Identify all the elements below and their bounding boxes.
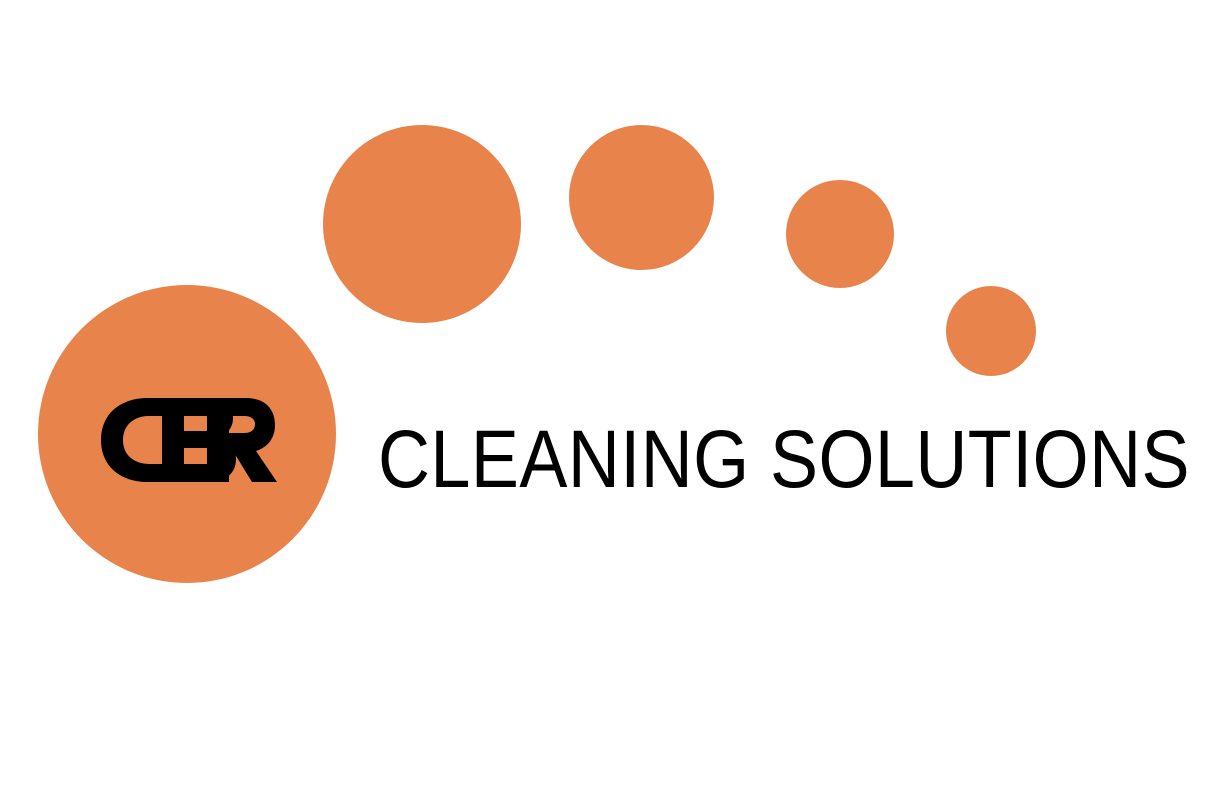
bubble-third (568, 124, 714, 270)
wordmark-text: CLEANING SOLUTIONS (378, 414, 1190, 505)
monogram-letter-b (162, 398, 184, 482)
cbr-monogram (96, 393, 278, 487)
bubble-fourth (786, 180, 894, 288)
monogram-letter-r-bowl-leg (225, 398, 277, 482)
bubble-second (323, 125, 521, 323)
bubble-smallest (946, 286, 1036, 376)
wordmark-svg: CLEANING SOLUTIONS (378, 414, 1190, 505)
wordmark: CLEANING SOLUTIONS (378, 410, 1194, 505)
monogram-glyph-group (101, 398, 277, 482)
monogram-letter-r (207, 398, 229, 482)
cbr-monogram-svg (101, 398, 277, 482)
monogram-letter-c (101, 398, 180, 482)
